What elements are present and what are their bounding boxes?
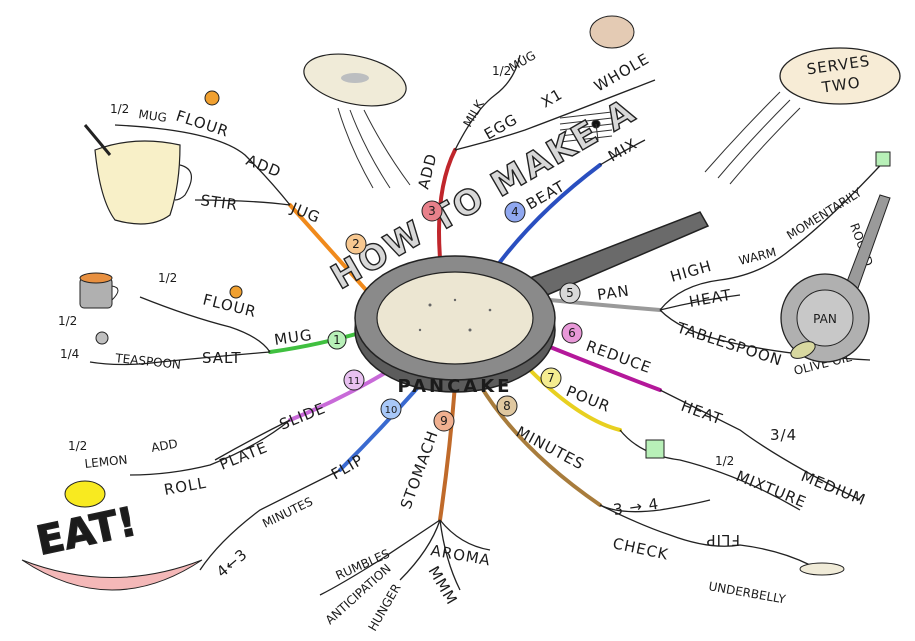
label-milk-mug: MUG <box>507 48 539 74</box>
small-pan-label: PAN <box>813 312 837 326</box>
label-milk: MILK <box>460 97 487 130</box>
flying-pancake-icon <box>299 46 411 188</box>
label-half-mug: 1/2 <box>110 102 129 116</box>
label-four-three: 4←3 <box>213 545 251 581</box>
label-tablespoon: TABLESPOON <box>674 318 785 369</box>
mini-pancake-icon <box>800 563 844 575</box>
branch-line-9 <box>440 385 455 520</box>
checkbox-icon <box>876 152 890 166</box>
label-mug-2: MUG <box>138 107 168 125</box>
label-x1: X1 <box>538 85 566 112</box>
label-quarter-teaspoon: 1/4 <box>60 347 79 361</box>
serves-bubble: SERVES TWO <box>780 48 900 104</box>
label-teaspoon: TEASPOON <box>114 351 182 372</box>
spoon-icon <box>96 332 108 344</box>
orange-icon <box>205 91 219 105</box>
jug-icon <box>85 125 191 224</box>
label-medium: MEDIUM <box>799 467 869 509</box>
branch-number-8: 8 <box>503 399 511 413</box>
label-add-3: ADD <box>414 151 440 191</box>
label-half-teaspoon: 1/2 <box>58 314 77 328</box>
label-mixture: MIXTURE <box>734 467 810 512</box>
branch-number-4: 4 <box>511 205 519 219</box>
label-high: HIGH <box>668 257 714 286</box>
label-pan: PAN <box>596 282 631 304</box>
label-egg: EGG <box>481 110 521 143</box>
label-mmm: MMM <box>425 563 462 608</box>
smile-plate-icon <box>22 560 202 590</box>
label-stir: STIR <box>199 191 239 214</box>
label-half-lemon: 1/2 <box>68 439 87 453</box>
pour-checkbox-icon <box>646 440 664 458</box>
label-half-flour: 1/2 <box>158 271 177 285</box>
branch-number-5: 5 <box>566 286 574 300</box>
label-flip-mirrored: FLIP <box>706 531 740 549</box>
mug-icon <box>80 273 118 344</box>
label-lemon: LEMON <box>84 453 128 471</box>
branch-number-11: 11 <box>348 376 361 387</box>
branch-number-1: 1 <box>333 333 341 347</box>
lemon-icon <box>65 481 105 507</box>
label-half-mixture: 1/2 <box>715 454 734 468</box>
label-three-quarters: 3/4 <box>770 426 797 444</box>
label-add-2: ADD <box>244 151 284 181</box>
label-check: CHECK <box>611 534 670 563</box>
branch-number-9: 9 <box>440 414 448 428</box>
label-flour-1: FLOUR <box>201 290 258 321</box>
label-whole: WHOLE <box>591 49 653 95</box>
label-stomach: STOMACH <box>397 428 442 511</box>
label-reduce: REDUCE <box>584 337 654 377</box>
label-minutes-10: MINUTES <box>260 494 315 530</box>
label-salt: SALT <box>202 349 242 367</box>
map-title-bottom: PANCAKE <box>398 376 513 397</box>
label-slide: SLIDE <box>277 399 329 434</box>
label-warm: WARM <box>737 245 777 268</box>
pancake-icon <box>377 272 533 364</box>
label-underbelly: UNDERBELLY <box>707 579 787 606</box>
branch-number-3: 3 <box>428 204 436 218</box>
motion-lines <box>705 92 800 184</box>
orange-icon-2 <box>230 286 242 298</box>
label-pour: POUR <box>564 382 614 416</box>
branch-number-6: 6 <box>568 326 576 340</box>
label-roll: ROLL <box>163 474 208 499</box>
label-heat-6: HEAT <box>679 397 726 429</box>
branch-number-10: 10 <box>385 405 398 416</box>
label-add-11: ADD <box>150 437 179 455</box>
branch-number-7: 7 <box>547 371 555 385</box>
branch-number-2: 2 <box>352 237 360 251</box>
label-three-to-four: 3 → 4 <box>612 495 660 519</box>
egg-icon <box>590 16 634 48</box>
label-heat: HEAT <box>688 286 734 311</box>
eat-exclamation: EAT! <box>33 499 141 565</box>
label-flip-10: FLIP <box>328 451 367 484</box>
